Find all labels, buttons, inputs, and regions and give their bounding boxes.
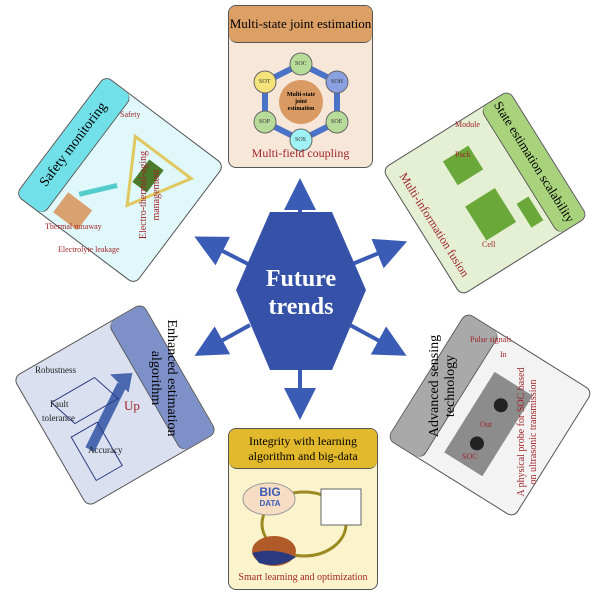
label-thermal-runaway: Thermal runaway (45, 222, 102, 231)
label-tolerance: tolerance (42, 413, 75, 423)
panel-algorithm (12, 302, 218, 508)
center-title: Future trends (265, 266, 337, 320)
label-robustness: Robustness (35, 365, 77, 375)
panel-multi-state: Multi-state joint estimation Multi-state… (228, 5, 373, 168)
label-safety: Safety (120, 110, 141, 119)
panel-sensing (386, 311, 594, 519)
state-ring (253, 52, 349, 152)
node-soh: SOH (331, 79, 344, 85)
label-out: Out (480, 420, 492, 429)
node-sot: SOT (259, 79, 271, 85)
label-fault: Fault (50, 399, 69, 409)
label-up: Up (124, 398, 140, 413)
safety-illustration (53, 133, 195, 231)
node-soc: SOC (295, 61, 307, 67)
panel-safety (14, 74, 226, 286)
panel-header: Multi-state joint estimation (229, 6, 372, 43)
label-soc: SOC (462, 452, 478, 461)
label-in: In (500, 350, 507, 359)
bigdata-illustration (242, 482, 362, 566)
node-sos: SOS (295, 137, 307, 143)
label-module: Module (455, 120, 480, 129)
label-pulse-signals: Pulse signals (470, 335, 512, 344)
center-hexagon (236, 212, 366, 370)
label-electrolyte-leakage: Electrolyte leakage (58, 245, 120, 254)
arrow-upper-left (194, 236, 251, 267)
up-arrow-illustration (50, 373, 133, 482)
arrow-lower-right (349, 323, 407, 356)
label-accuracy: Accuracy (88, 445, 123, 455)
panel-caption: Smart learning and optimization (238, 572, 368, 583)
label-pack: Pack (455, 150, 471, 159)
arrow-upper-right (349, 238, 408, 269)
label-cell: Cell (482, 240, 496, 249)
node-sop: SOP (259, 119, 271, 125)
panel-caption: Multi-field coupling (251, 146, 350, 160)
probe-illustration (444, 371, 533, 477)
arrow-lower-left (194, 323, 251, 356)
node-soe: SOE (331, 119, 343, 125)
panel-scalability (381, 89, 589, 297)
battery-illustration (442, 145, 544, 241)
